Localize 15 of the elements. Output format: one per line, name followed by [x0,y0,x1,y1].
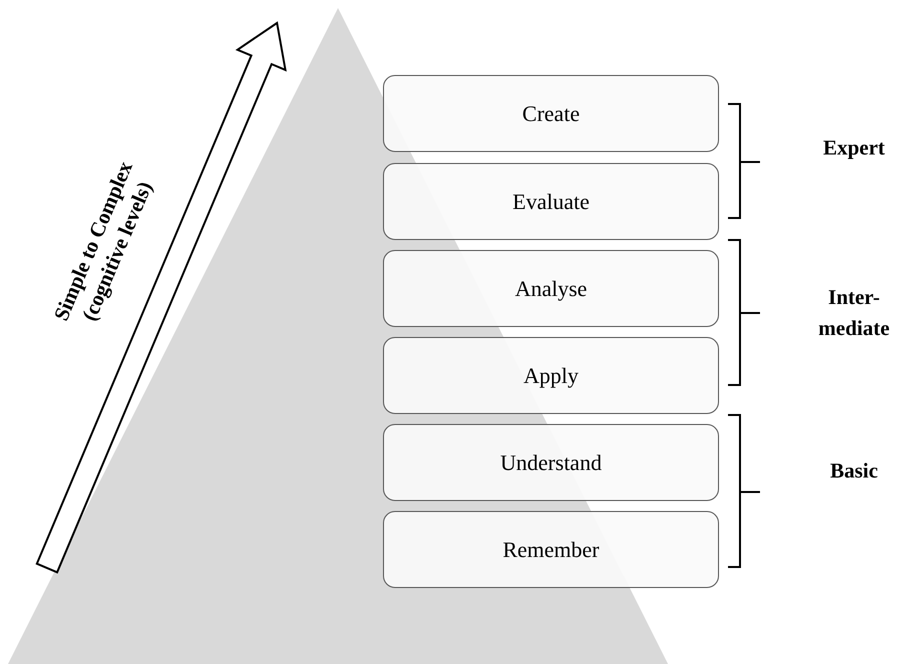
level-label: Analyse [514,275,588,303]
level-box [383,163,719,240]
level-box [383,511,719,588]
group-label: Basic [829,458,879,484]
level-label: Create [522,100,580,128]
level-box [383,424,719,501]
level-label: Evaluate [512,188,590,216]
level-box [383,337,719,414]
level-box [383,75,719,152]
level-label: Apply [524,362,578,390]
level-label: Remember [502,536,600,564]
level-box [383,250,719,327]
level-label: Understand [500,449,602,477]
group-label: Inter- mediate [817,284,891,342]
group-label: Expert [822,134,886,162]
